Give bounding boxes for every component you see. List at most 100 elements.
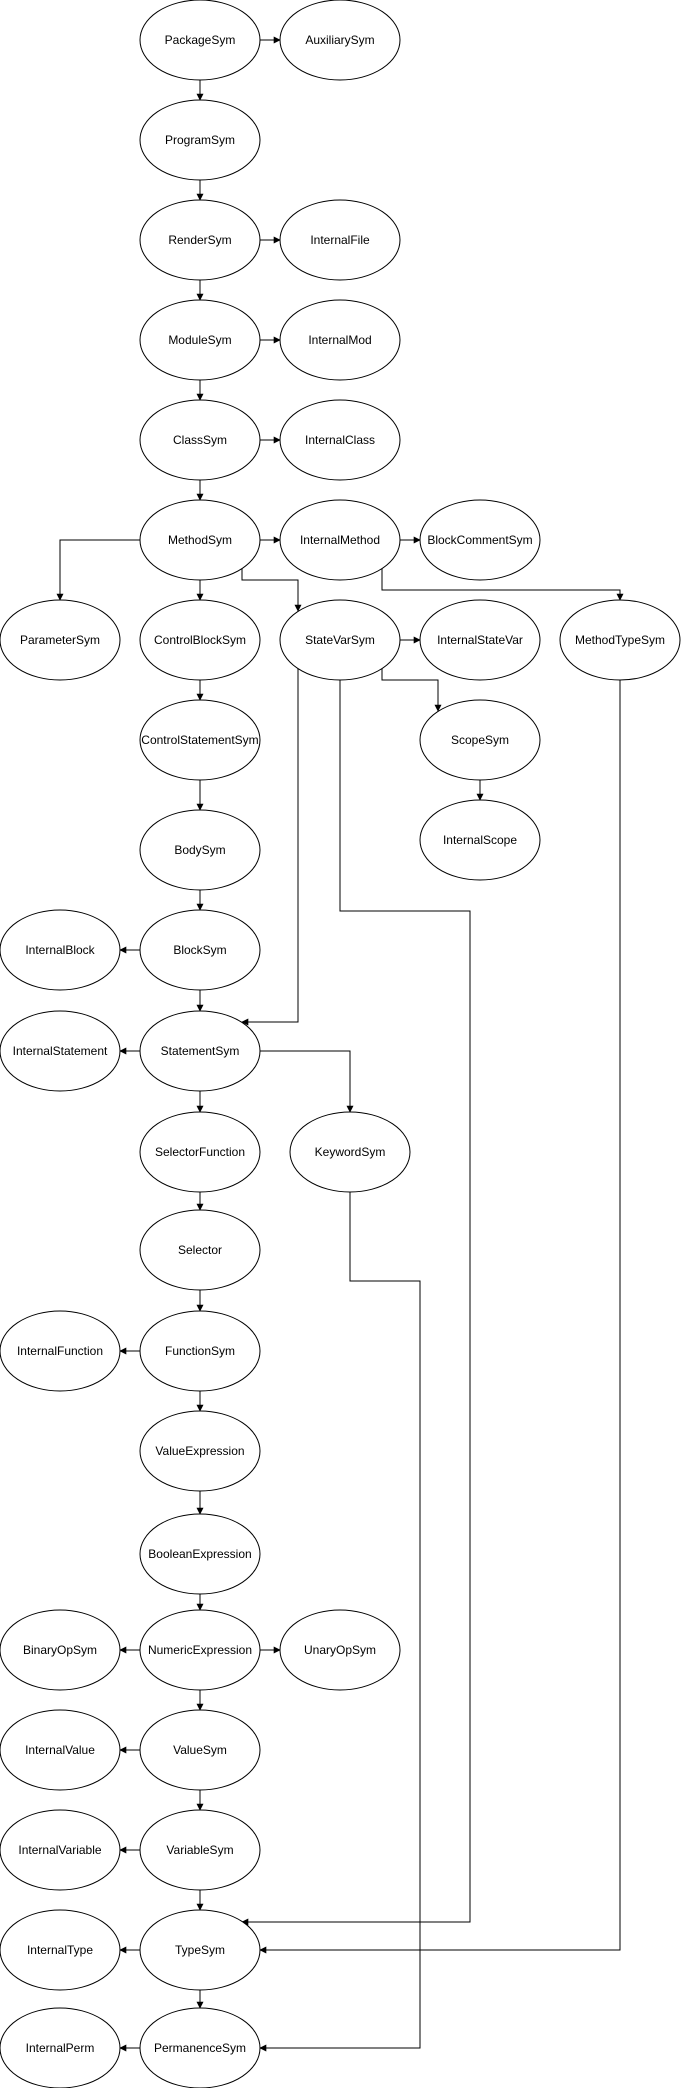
node-shape [139,1111,261,1193]
node-label: BodySym [174,843,225,857]
node-render-sym: RenderSym [139,199,261,281]
node-selector: Selector [139,1209,261,1291]
node-shape [139,699,261,781]
node-shape [289,1111,411,1193]
node-label: InternalVariable [18,1843,101,1857]
node-shape [559,599,681,681]
edge-method-sym-to-state-var-sym [241,568,302,612]
node-label: InternalPerm [26,2041,95,2055]
edge-internal-method-to-method-type-sym [381,568,624,601]
node-label: InternalClass [305,433,375,447]
node-internal-block: InternalBlock [0,909,121,991]
node-label: TypeSym [175,1943,225,1957]
node-label: MethodSym [168,533,232,547]
node-shape [139,1010,261,1092]
node-shape [139,1410,261,1492]
node-binary-op-sym: BinaryOpSym [0,1609,121,1691]
node-method-type-sym: MethodTypeSym [559,599,681,681]
node-shape [0,1310,121,1392]
node-class-sym: ClassSym [139,399,261,481]
node-shape [0,1809,121,1891]
edge-state-var-sym-to-statement-sym [241,668,299,1026]
node-auxiliary-sym: AuxiliarySym [279,0,401,81]
node-label: VariableSym [166,1843,233,1857]
node-shape [419,799,541,881]
node-module-sym: ModuleSym [139,299,261,381]
node-internal-class: InternalClass [279,399,401,481]
node-label: InternalMod [308,333,371,347]
node-internal-variable: InternalVariable [0,1809,121,1891]
node-label: BlockCommentSym [427,533,532,547]
node-internal-type: InternalType [0,1909,121,1991]
node-label: InternalValue [25,1743,95,1757]
node-shape [0,1010,121,1092]
node-label: PermanenceSym [154,2041,246,2055]
node-shape [0,909,121,991]
node-label: BinaryOpSym [23,1643,97,1657]
node-state-var-sym: StateVarSym [279,599,401,681]
node-label: StateVarSym [305,633,375,647]
node-label: InternalMethod [300,533,380,547]
node-shape [0,2007,121,2088]
node-label: RenderSym [168,233,231,247]
node-shape [139,1209,261,1291]
node-label: BooleanExpression [148,1547,251,1561]
node-parameter-sym: ParameterSym [0,599,121,681]
node-shape [139,399,261,481]
node-shape [139,499,261,581]
edge-statement-sym-to-keyword-sym [260,1050,354,1113]
node-internal-mod: InternalMod [279,299,401,381]
node-label: KeywordSym [315,1145,386,1159]
node-shape [0,1909,121,1991]
node-internal-scope: InternalScope [419,799,541,881]
node-label: BlockSym [173,943,226,957]
node-label: ValueExpression [155,1444,244,1458]
node-function-sym: FunctionSym [139,1310,261,1392]
node-package-sym: PackageSym [139,0,261,81]
node-label: PackageSym [165,33,236,47]
node-body-sym: BodySym [139,809,261,891]
node-label: InternalFunction [17,1344,103,1358]
node-type-sym: TypeSym [139,1909,261,1991]
node-internal-value: InternalValue [0,1709,121,1791]
node-shape [0,1609,121,1691]
node-label: InternalBlock [25,943,95,957]
node-shape [279,499,401,581]
edge-state-var-sym-to-type-sym [241,680,471,1926]
node-keyword-sym: KeywordSym [289,1111,411,1193]
node-label: ModuleSym [168,333,231,347]
node-control-block-sym: ControlBlockSym [139,599,261,681]
node-shape [279,299,401,381]
node-label: InternalType [27,1943,93,1957]
node-label: Selector [178,1243,222,1257]
edges [56,36,624,2052]
node-shape [139,2007,261,2088]
node-block-sym: BlockSym [139,909,261,991]
node-label: ValueSym [173,1743,227,1757]
edge-method-type-sym-to-type-sym [259,680,621,1954]
node-unary-op-sym: UnaryOpSym [279,1609,401,1691]
node-numeric-expression: NumericExpression [139,1609,261,1691]
node-shape [279,1609,401,1691]
node-shape [139,1609,261,1691]
node-block-comment-sym: BlockCommentSym [419,499,541,581]
node-control-statement-sym: ControlStatementSym [139,699,261,781]
edge-state-var-sym-to-scope-sym [381,668,442,712]
node-shape [419,499,541,581]
node-label: MethodTypeSym [575,633,665,647]
node-internal-function: InternalFunction [0,1310,121,1392]
node-label: ControlBlockSym [154,633,246,647]
node-shape [139,1809,261,1891]
node-label: ControlStatementSym [141,733,258,747]
node-shape [139,909,261,991]
node-shape [419,599,541,681]
node-label: ProgramSym [165,133,235,147]
node-label: UnaryOpSym [304,1643,376,1657]
node-shape [139,0,261,81]
node-shape [279,0,401,81]
node-scope-sym: ScopeSym [419,699,541,781]
node-boolean-expression: BooleanExpression [139,1513,261,1595]
node-shape [0,599,121,681]
node-shape [279,599,401,681]
